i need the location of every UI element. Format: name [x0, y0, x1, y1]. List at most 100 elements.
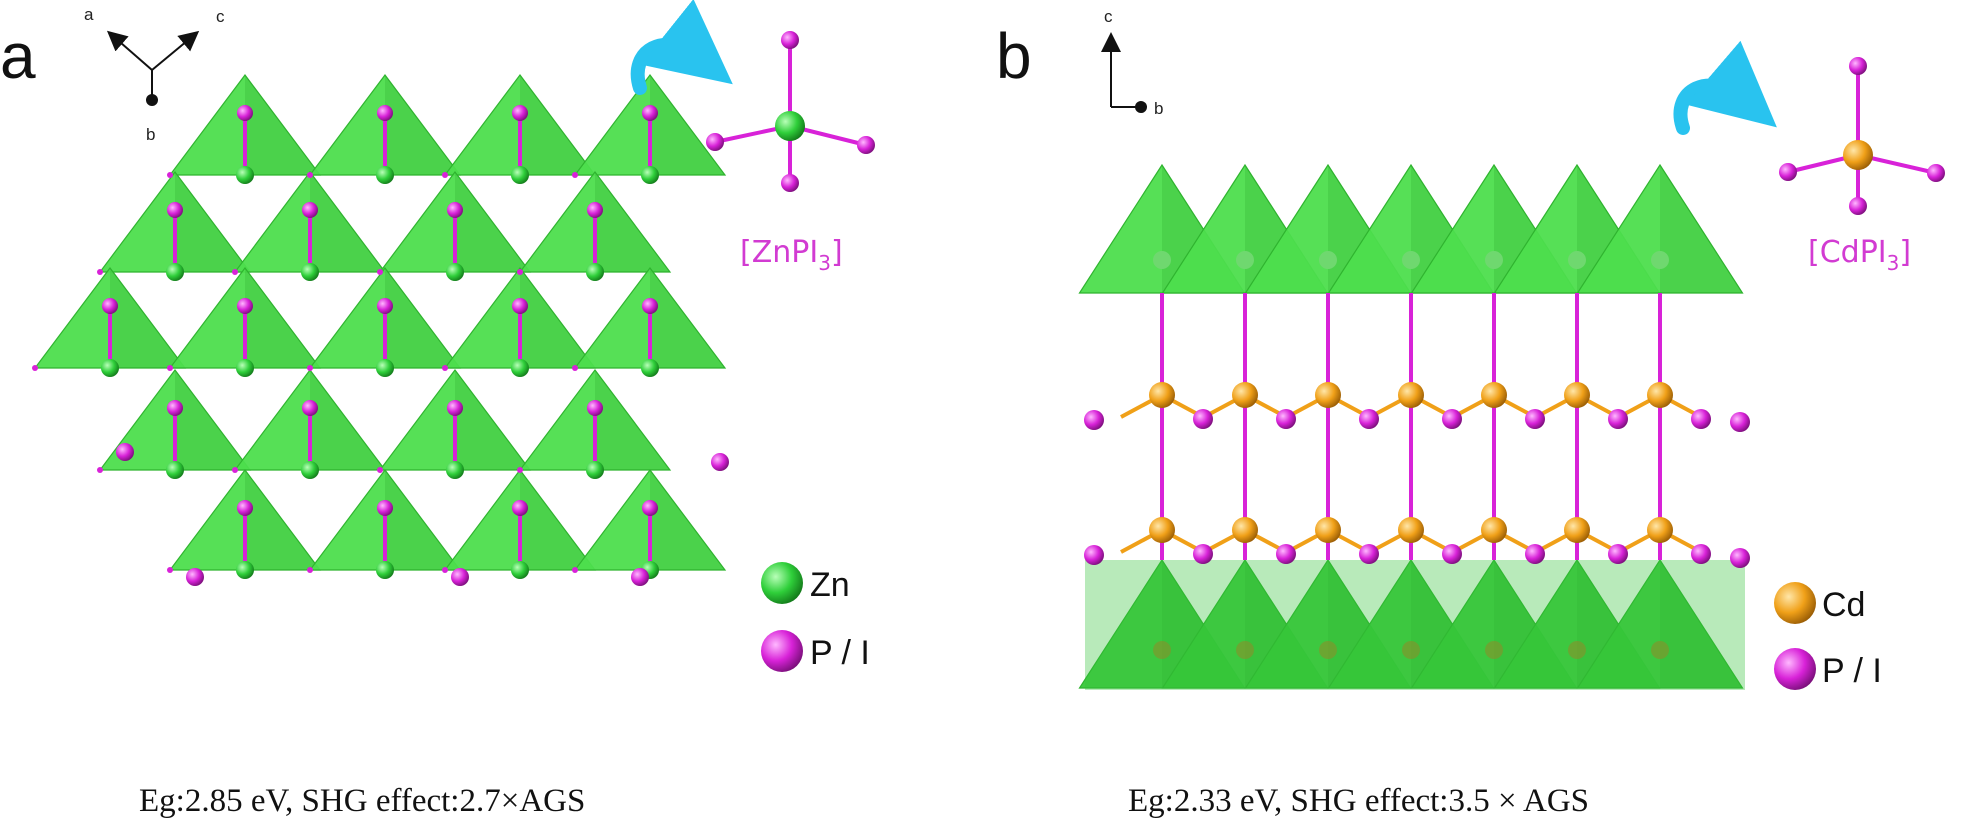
- formula-znpi3: [ZnPI3]: [740, 235, 843, 275]
- inner-atom: [1153, 641, 1171, 659]
- axis-b-dot: [146, 94, 158, 106]
- rotation-arrow-b-icon: [1673, 40, 1777, 135]
- formula-cdpi3: [CdPI3]: [1808, 235, 1911, 275]
- axis-b-dot-b: [1135, 101, 1147, 113]
- p-i-atom: [377, 500, 393, 516]
- vertex: [307, 365, 313, 371]
- zn-atom: [166, 263, 184, 281]
- tetrahedron-shade: [455, 370, 530, 470]
- legend-a: Zn P / I: [761, 562, 870, 672]
- vertex: [307, 567, 313, 573]
- rotation-arrow-a-icon: [630, 0, 733, 95]
- zn-atom: [641, 166, 659, 184]
- p-i-atom: [1359, 544, 1379, 564]
- zn-atom: [236, 166, 254, 184]
- vertex: [377, 467, 383, 473]
- cd-atom: [1232, 382, 1258, 408]
- zn-atom: [446, 461, 464, 479]
- tetrahedron-shade: [175, 370, 250, 470]
- cd-atom: [1398, 517, 1424, 543]
- tetrahedron-shade: [650, 268, 725, 368]
- p-i-atom: [1608, 544, 1628, 564]
- zn-atom: [376, 359, 394, 377]
- vertex: [572, 365, 578, 371]
- cd-atom: [1564, 517, 1590, 543]
- vertex: [377, 269, 383, 275]
- p-i-atom: [377, 298, 393, 314]
- tetrahedron-shade: [310, 172, 385, 272]
- legend-zn-label: Zn: [810, 566, 850, 604]
- zn-atom: [586, 461, 604, 479]
- vertex: [517, 269, 523, 275]
- inner-atom: [1485, 641, 1503, 659]
- vertex: [167, 172, 173, 178]
- p-i-atom: [512, 500, 528, 516]
- inner-atom: [1402, 641, 1420, 659]
- axis-c-arrow: [151, 30, 200, 71]
- zn-atom: [376, 561, 394, 579]
- p-i-atom: [451, 568, 469, 586]
- p-i-atom: [631, 568, 649, 586]
- cd-atom: [1398, 382, 1424, 408]
- inner-atom: [1236, 641, 1254, 659]
- p-i-atom: [1276, 544, 1296, 564]
- p-i-atom: [642, 298, 658, 314]
- vertex: [232, 467, 238, 473]
- legend-pi-swatch-b: [1774, 648, 1816, 690]
- p-i-atom: [167, 202, 183, 218]
- p-i-atom: [512, 105, 528, 121]
- panel-a: a a c b [ZnPI3]: [0, 0, 875, 819]
- p-i-atom: [711, 453, 729, 471]
- p-i-atom: [1730, 548, 1750, 568]
- p-i-atom: [1442, 409, 1462, 429]
- p-i-atom: [1193, 409, 1213, 429]
- cd-atom: [1149, 517, 1175, 543]
- legend-zn-swatch: [761, 562, 803, 604]
- vertex: [442, 365, 448, 371]
- zn-atom: [236, 359, 254, 377]
- vertex: [167, 567, 173, 573]
- vertex: [572, 567, 578, 573]
- tetrahedron-shade: [455, 172, 530, 272]
- inner-atom: [1319, 641, 1337, 659]
- p-i-atom: [1442, 544, 1462, 564]
- tetrahedron-shade: [520, 268, 595, 368]
- tetrahedron-shade: [245, 268, 320, 368]
- tetrahedron-shade: [650, 470, 725, 570]
- crystal-structure-cd: [1078, 163, 1750, 690]
- tetrahedron-shade: [595, 172, 670, 272]
- axis-label-b: b: [146, 125, 155, 144]
- axis-diad-b: c b: [1101, 7, 1163, 118]
- legend-cd-label: Cd: [1822, 586, 1865, 624]
- zn-atom: [301, 461, 319, 479]
- zn-atom: [511, 166, 529, 184]
- p-i-atom: [1084, 410, 1104, 430]
- zn-atom: [586, 263, 604, 281]
- zn-atom: [236, 561, 254, 579]
- p-i-atom: [1276, 409, 1296, 429]
- tetrahedron-shade: [1660, 165, 1743, 293]
- p-i-atom: [116, 443, 134, 461]
- p-i-atom: [167, 400, 183, 416]
- p-i-atom: [302, 202, 318, 218]
- tetrahedron-shade: [520, 75, 595, 175]
- p-i-atom: [1525, 544, 1545, 564]
- panel-b: b c b [CdPI3] Cd P / I E: [996, 7, 1945, 819]
- caption-b: Eg:2.33 eV, SHG effect:3.5 × AGS: [1128, 783, 1589, 819]
- tetrahedron-shade: [245, 470, 320, 570]
- cd-atom: [1647, 517, 1673, 543]
- axis-label-b-b: b: [1154, 99, 1163, 118]
- axis-label-a: a: [84, 5, 94, 24]
- tetrahedron-shade: [595, 370, 670, 470]
- inner-atom: [1568, 641, 1586, 659]
- tetrahedron-shade: [310, 370, 385, 470]
- cd-atom: [1481, 517, 1507, 543]
- zn-like-center: [1651, 251, 1669, 269]
- coordination-unit-zn: [706, 31, 875, 192]
- axis-label-c-b: c: [1104, 7, 1113, 26]
- inner-atom: [1651, 641, 1669, 659]
- axis-triad-a: a c b: [84, 5, 225, 144]
- vertex: [307, 172, 313, 178]
- zn-like-center: [1236, 251, 1254, 269]
